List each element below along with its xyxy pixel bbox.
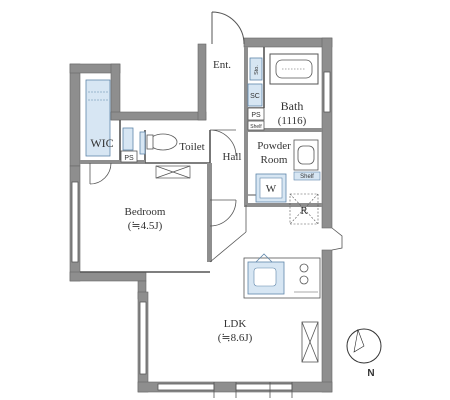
label-bath: Bath — [281, 99, 304, 113]
wall-wic-left — [69, 63, 81, 167]
label-bath-size: (1116) — [278, 115, 307, 127]
ps-box-top — [247, 107, 265, 121]
wic-shelving — [85, 79, 111, 157]
label-sto: Sto. — [254, 65, 260, 75]
label-ent: Ent. — [213, 59, 231, 71]
ps-box-left — [120, 150, 138, 163]
wall-wic-right-upper — [110, 63, 121, 121]
bay-lines — [213, 227, 343, 398]
bedroom-window — [71, 181, 79, 263]
label-ps-left: PS — [124, 155, 134, 162]
storage-box — [249, 57, 263, 81]
partition-accents — [80, 47, 322, 262]
entrance-door-swing[interactable] — [211, 11, 245, 45]
wall-ent-left — [197, 43, 207, 121]
label-ldk: LDK — [224, 318, 247, 330]
wic-door[interactable] — [89, 162, 112, 185]
wall-notch-top — [110, 111, 207, 121]
toilet-fixture — [122, 127, 178, 155]
cooktop-burner-2 — [299, 275, 309, 285]
ldk-bottom-window-1 — [157, 383, 215, 391]
bath-window — [323, 71, 331, 113]
label-ldk-size: (≒8.6J) — [218, 332, 253, 344]
ldk-storage — [301, 321, 319, 363]
room-labels: Ent. Sto. SC Bath (1116) PS Shelf WIC PS… — [90, 59, 314, 344]
north-arrow-icon: N — [346, 328, 382, 379]
label-shelf-right: Shelf — [300, 174, 314, 180]
bedroom-door-swing[interactable] — [209, 199, 237, 227]
doors — [89, 11, 262, 263]
label-powder-room-1: Powder — [257, 140, 291, 152]
cooktop-burner-1 — [299, 263, 309, 273]
wall-top-right — [243, 37, 333, 48]
label-washer: W — [266, 183, 277, 195]
label-shelf-top: Shelf — [250, 124, 262, 130]
fridge-space — [289, 193, 319, 225]
bathtub — [269, 53, 319, 85]
compass-north-label: N — [367, 368, 374, 379]
vanity-sink — [293, 139, 321, 181]
label-fridge: R — [300, 205, 308, 217]
wall-right-lower — [321, 249, 333, 393]
label-bedroom-size: (≒4.5J) — [128, 220, 163, 232]
label-toilet: Toilet — [179, 141, 205, 153]
shoe-cabinet — [247, 83, 263, 107]
windows — [71, 71, 331, 391]
washer-pan — [255, 173, 287, 203]
wall-bedroom-bottom-left — [69, 271, 147, 282]
wall-right-upper — [321, 37, 333, 229]
ldk-bottom-window-2 — [235, 383, 293, 391]
label-powder-room-2: Room — [261, 154, 288, 166]
label-ps-top: PS — [251, 112, 261, 119]
wall-bottom — [137, 381, 333, 393]
label-hall: Hall — [223, 151, 242, 163]
kitchen-counter — [243, 253, 321, 299]
ldk-left-window — [139, 301, 147, 375]
label-wic: WIC — [90, 136, 113, 150]
label-bedroom: Bedroom — [125, 206, 166, 218]
bedroom-closet — [155, 165, 191, 179]
toilet-door-swing[interactable] — [209, 129, 237, 157]
label-sc: SC — [250, 93, 260, 100]
shelf-top-box — [247, 120, 265, 131]
